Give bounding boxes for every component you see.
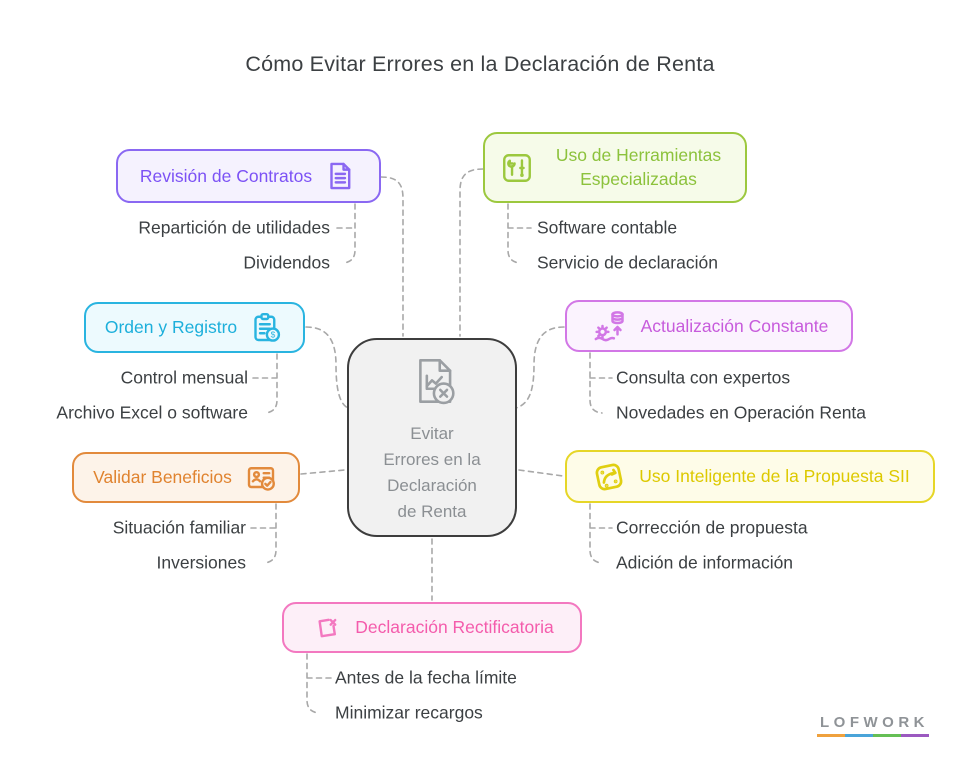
lofwork-logo-underline	[817, 734, 929, 737]
branch-label: Declaración Rectificatoria	[355, 617, 554, 637]
connector-validar-children	[250, 503, 277, 564]
central-line-3: Declaración	[387, 476, 477, 495]
central-line-1: Evitar	[410, 424, 454, 444]
branch-orden-registro: Orden y Registro $	[84, 302, 305, 353]
sub-item-novedades-operacion-renta: Novedades en Operación Renta	[616, 402, 867, 423]
document-lines-icon	[323, 159, 357, 193]
underline-segment-blue	[845, 734, 873, 737]
connector-revision-center	[380, 176, 404, 337]
connector-validar-center	[300, 469, 346, 475]
stamp-arrow-icon	[590, 458, 628, 496]
svg-text:$: $	[271, 329, 276, 339]
database-update-icon	[590, 306, 630, 346]
lofwork-logo-text: LOFWORK	[820, 714, 929, 731]
sub-item-correccion-propuesta: Corrección de propuesta	[616, 517, 808, 538]
document-x-icon	[310, 611, 344, 645]
branch-herramientas-especializadas: Uso de Herramientas Especializadas	[483, 132, 747, 203]
central-line-4: de Renta	[397, 501, 467, 521]
connector-actualizacion-center	[515, 326, 565, 409]
sub-item-antes-fecha-limite: Antes de la fecha límite	[335, 667, 517, 688]
connector-revision-children	[336, 203, 356, 264]
sub-item-situacion-familiar: Situación familiar	[112, 517, 246, 538]
sub-item-reparticion-utilidades: Repartición de utilidades	[138, 217, 330, 238]
sub-item-consulta-expertos: Consulta con expertos	[616, 367, 791, 388]
page-title: Cómo Evitar Errores en la Declaración de…	[245, 52, 715, 76]
sub-item-minimizar-recargos: Minimizar recargos	[335, 702, 483, 723]
connector-orden-center	[305, 326, 349, 409]
central-topic-label: Evitar Errores en la Declaración de Rent…	[383, 421, 480, 524]
sub-item-adicion-informacion: Adición de información	[616, 552, 794, 573]
underline-segment-green	[873, 734, 901, 737]
connector-herramientas-center	[459, 168, 484, 337]
central-topic-node: Evitar Errores en la Declaración de Rent…	[347, 338, 517, 537]
connector-herramientas-children	[507, 203, 532, 264]
branch-label: Validar Beneficios	[93, 467, 232, 487]
branch-actualizacion-constante: Actualización Constante	[565, 300, 853, 352]
branch-validar-beneficios: Validar Beneficios	[72, 452, 300, 503]
document-chart-error-icon	[401, 350, 463, 417]
sub-item-control-mensual: Control mensual	[120, 367, 248, 388]
connector-actualizacion-children	[589, 352, 613, 414]
underline-segment-purple	[901, 734, 929, 737]
sub-item-servicio-declaracion: Servicio de declaración	[537, 252, 718, 273]
branch-propuesta-sii: Uso Inteligente de la Propuesta SII	[565, 450, 935, 503]
connector-propuesta-center	[518, 469, 564, 477]
underline-segment-orange	[817, 734, 845, 737]
sub-item-archivo-excel: Archivo Excel o software	[56, 402, 248, 423]
sub-item-software-contable: Software contable	[537, 217, 678, 238]
branch-declaracion-rectificatoria: Declaración Rectificatoria	[282, 602, 582, 653]
connector-rectificatoria-children	[306, 653, 332, 714]
lofwork-logo: LOFWORK	[817, 714, 929, 737]
sub-item-inversiones: Inversiones	[156, 552, 247, 573]
branch-label: Orden y Registro	[104, 317, 238, 337]
connector-propuesta-children	[589, 503, 613, 564]
branch-label: Uso de Herramientas Especializadas	[555, 144, 722, 189]
connector-orden-children	[252, 353, 278, 414]
tools-icon	[499, 150, 535, 186]
branch-label: Revisión de Contratos	[139, 165, 313, 186]
branch-label: Uso Inteligente de la Propuesta SII	[639, 466, 910, 486]
branch-revision-contratos: Revisión de Contratos	[116, 149, 381, 203]
clipboard-dollar-icon: $	[248, 310, 284, 346]
sub-item-dividendos: Dividendos	[243, 252, 330, 273]
central-line-2: Errores en la	[383, 450, 481, 470]
branch-label: Actualización Constante	[640, 315, 829, 336]
id-card-check-icon	[243, 460, 279, 496]
